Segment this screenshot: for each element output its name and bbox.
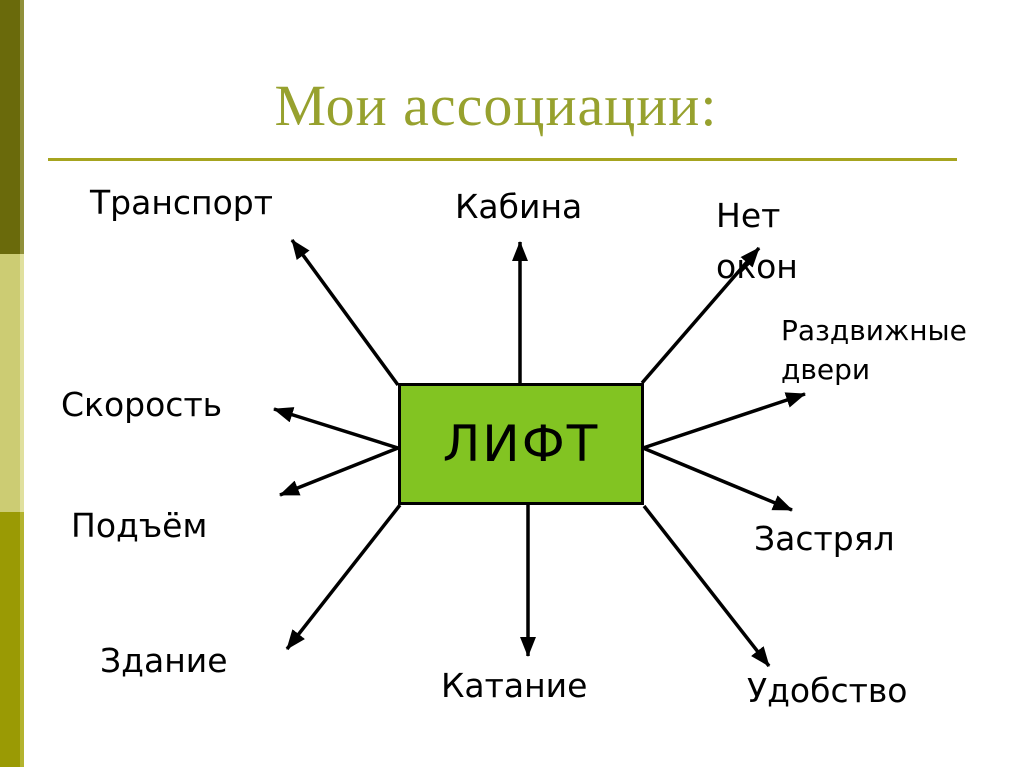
arrow-podyom [279, 446, 399, 497]
arrow-zdanie [285, 503, 402, 651]
sidebar-stripe-bottom-band [0, 512, 24, 767]
sidebar-stripe-top-band [0, 0, 24, 254]
arrow-zastryal [642, 446, 793, 512]
page-title: Мои ассоциации: [274, 73, 718, 138]
label-zastryal: Застрял [754, 519, 895, 558]
label-katanie: Катание [441, 666, 588, 705]
label-transport: Транспорт [90, 183, 273, 222]
sidebar-stripe [0, 0, 24, 767]
center-node-lift: ЛИФТ [398, 383, 644, 505]
label-podyom: Подъём [71, 506, 208, 545]
arrow-skorost [273, 407, 399, 450]
arrow-udobstvo [642, 504, 771, 668]
arrow-net-okon [640, 246, 761, 385]
label-razdvizhnye-dveri: Раздвижные двери [781, 314, 967, 386]
sidebar-stripe-middle-band [0, 254, 24, 512]
center-node-label: ЛИФТ [442, 415, 600, 473]
title-divider [48, 158, 957, 161]
label-zdanie: Здание [100, 641, 228, 680]
label-skorost: Скорость [61, 385, 223, 424]
arrow-transport [290, 238, 400, 387]
label-udobstvo: Удобство [747, 671, 908, 710]
arrow-razdvizhnye-dveri [642, 392, 806, 450]
label-kabina: Кабина [455, 187, 583, 226]
label-net-okon: Нет окон [716, 196, 798, 286]
